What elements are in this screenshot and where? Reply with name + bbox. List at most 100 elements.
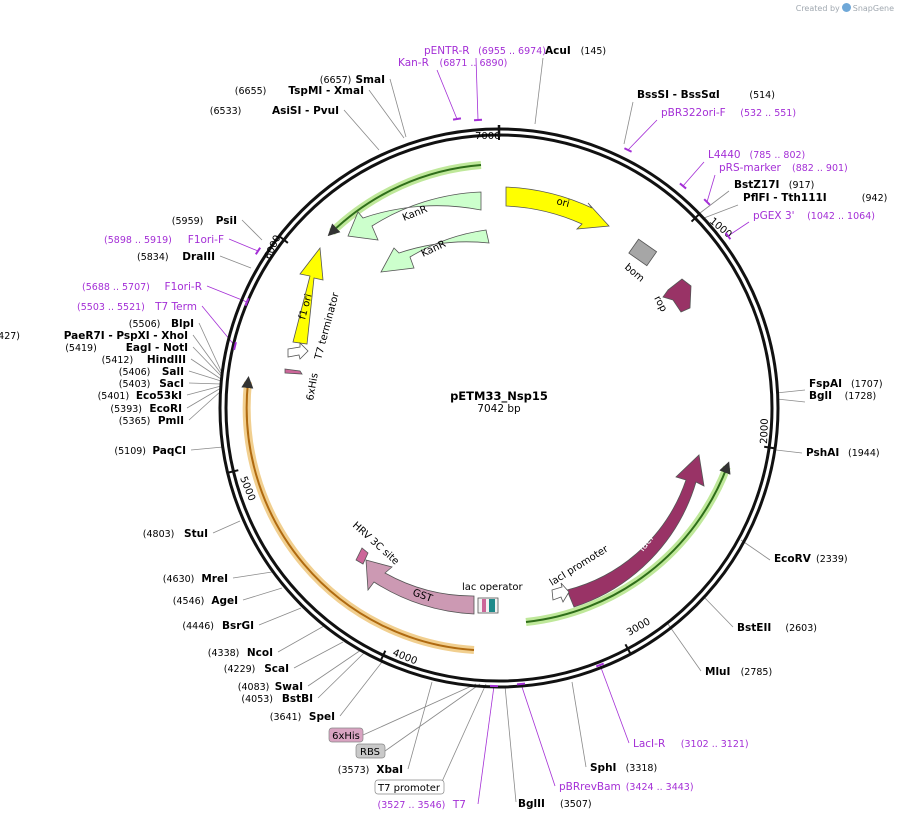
site-pos-pflfi-tth111i: (942) bbox=[862, 193, 888, 204]
site-pos-xbai: (3573) bbox=[338, 765, 370, 776]
leader-lines bbox=[186, 57, 806, 803]
gst-arrow bbox=[365, 559, 475, 615]
site-name-blpi: BlpI bbox=[171, 318, 194, 330]
site-name-tspmi-xmai: TspMI - XmaI bbox=[288, 85, 364, 97]
site-leader-bstz17i bbox=[699, 190, 730, 214]
site-pos-sphi: (3318) bbox=[626, 763, 658, 774]
plasmid-name: pETM33_Nsp15 bbox=[450, 389, 548, 404]
site-name-bsteii: BstEII bbox=[737, 622, 771, 634]
site-leader-sali bbox=[188, 370, 222, 382]
site-pos-paer7i-pspxi-xhoi: (5427) bbox=[0, 331, 20, 342]
primer-leader-pbrrevbam bbox=[520, 683, 556, 787]
ring-tick-2000 bbox=[764, 445, 776, 450]
site-leader-bstbi bbox=[317, 651, 366, 699]
site-pos-asisi-pvui: (6533) bbox=[210, 106, 242, 117]
bom-box bbox=[628, 238, 658, 267]
primer-mark-pentr-r bbox=[473, 118, 483, 122]
ring-tick-label-7000: 7000 bbox=[475, 131, 500, 142]
site-name-pshai: PshAI bbox=[806, 447, 839, 459]
primer-pos-pbrrevbam: (3424 .. 3443) bbox=[626, 782, 694, 793]
site-pos-fspai: (1707) bbox=[851, 379, 883, 390]
primer-name-t7: T7 bbox=[452, 799, 466, 811]
site-leader-hindiii bbox=[190, 358, 222, 380]
rbs-box-leader bbox=[384, 683, 481, 752]
his-box-text: 6xHis bbox=[332, 731, 360, 742]
primer-pos-laci-r: (3102 .. 3121) bbox=[681, 739, 749, 750]
site-name-pmli: PmlI bbox=[158, 415, 184, 427]
site-pos-bsssi-bsss-i: (514) bbox=[749, 90, 775, 101]
his-box-label: 6xHis bbox=[328, 727, 364, 743]
primer-marks bbox=[233, 117, 732, 688]
site-pos-hindiii: (5412) bbox=[102, 355, 134, 366]
site-pos-tspmi-xmai: (6655) bbox=[235, 86, 267, 97]
site-leader-bsrgi bbox=[258, 607, 302, 626]
site-leader-draiii bbox=[219, 255, 252, 269]
site-pos-pmli: (5365) bbox=[119, 416, 151, 427]
site-pos-ecori: (5393) bbox=[110, 404, 142, 415]
site-pos-draiii: (5834) bbox=[137, 252, 169, 263]
site-leader-ecorv bbox=[740, 539, 771, 561]
his-left-label: 6xHis bbox=[305, 372, 321, 401]
primer-leader-pentr-r bbox=[475, 57, 479, 121]
gst-highlight-core bbox=[241, 376, 475, 651]
ring-tick-4000 bbox=[379, 650, 387, 662]
site-labels: AcuI(145)BssSI - BssSαI(514)BstZ17I(917)… bbox=[0, 45, 887, 810]
ring-tick-5000 bbox=[227, 469, 239, 474]
ori-arrow bbox=[505, 186, 610, 230]
site-name-agei: AgeI bbox=[211, 595, 238, 607]
site-leader-asisi-pvui bbox=[343, 109, 380, 151]
primer-pos-pbr322ori-f: (532 .. 551) bbox=[740, 108, 796, 119]
site-pos-swai: (4083) bbox=[238, 682, 270, 693]
primer-mark-f1ori-f bbox=[254, 247, 262, 255]
lac-operator-label: lac operator bbox=[462, 582, 523, 593]
primer-mark-pbrrevbam bbox=[516, 682, 526, 686]
primer-leader-laci-r bbox=[599, 664, 630, 744]
site-leader-paer7i-pspxi-xhoi bbox=[192, 334, 223, 376]
site-name-paer7i-pspxi-xhoi: PaeR7I - PspXI - XhoI bbox=[64, 330, 188, 342]
site-leader-bsteii bbox=[702, 595, 734, 628]
primer-name-laci-r: LacI-R bbox=[633, 738, 665, 750]
site-leader-pshai bbox=[775, 449, 803, 454]
primer-name-pgex-3: pGEX 3' bbox=[753, 210, 795, 222]
primer-name-pbrrevbam: pBRrevBam bbox=[559, 781, 621, 793]
ring-tick-6000 bbox=[278, 235, 289, 244]
primer-name-pbr322ori-f: pBR322ori-F bbox=[661, 107, 726, 119]
ring-tick-1000 bbox=[690, 213, 701, 223]
site-pos-bstz17i: (917) bbox=[789, 180, 815, 191]
primer-name-kan-r: Kan-R bbox=[398, 57, 429, 69]
site-name-mlui: MluI bbox=[705, 666, 730, 678]
site-pos-smai: (6657) bbox=[320, 75, 352, 86]
site-name-psii: PsiI bbox=[216, 215, 237, 227]
site-pos-acui: (145) bbox=[581, 46, 607, 57]
site-name-fspai: FspAI bbox=[809, 378, 842, 390]
kanr-inner-label: KanR bbox=[420, 239, 448, 260]
site-name-hindiii: HindIII bbox=[147, 354, 186, 366]
bom-label: bom bbox=[622, 262, 646, 285]
lac-operator-mark bbox=[482, 599, 486, 612]
site-name-asisi-pvui: AsiSI - PvuI bbox=[272, 105, 339, 117]
rbs-box bbox=[355, 743, 386, 759]
site-name-ecori: EcoRI bbox=[149, 403, 182, 415]
site-leader-paqci bbox=[190, 446, 224, 451]
site-leader-eco53ki bbox=[186, 385, 222, 396]
primer-name-f1ori-f: F1ori-F bbox=[188, 234, 224, 246]
primer-pos-l4440: (785 .. 802) bbox=[750, 150, 806, 161]
primer-labels: pENTR-R(6955 .. 6974)Kan-R(6871 .. 6890)… bbox=[77, 45, 875, 811]
primer-name-l4440: L4440 bbox=[708, 149, 741, 161]
laci-promoter-arrow bbox=[551, 582, 570, 603]
site-leader-mlui bbox=[667, 623, 702, 672]
his-box-leader bbox=[362, 683, 477, 736]
primer-mark-f1ori-r bbox=[244, 297, 250, 307]
site-name-eco53ki: Eco53kI bbox=[136, 390, 182, 402]
primer-mark-laci-r bbox=[595, 662, 605, 668]
primer-pos-f1ori-r: (5688 .. 5707) bbox=[82, 282, 150, 293]
his-box bbox=[328, 727, 364, 743]
site-leader-spei bbox=[339, 661, 383, 717]
site-pos-bsteii: (2603) bbox=[785, 623, 817, 634]
hrv-mark bbox=[355, 547, 369, 565]
rbs-box-text: RBS bbox=[360, 747, 380, 758]
site-name-acui: AcuI bbox=[545, 45, 571, 57]
site-leader-psii bbox=[241, 219, 263, 241]
site-pos-blpi: (5506) bbox=[129, 319, 161, 330]
t7term-label: T7 terminator bbox=[313, 291, 342, 362]
